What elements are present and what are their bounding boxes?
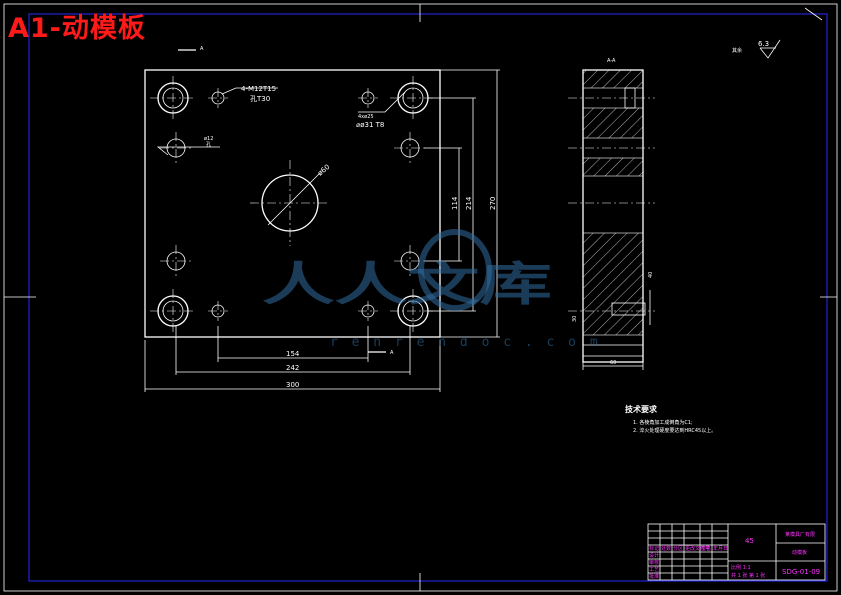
counterbore-hole-bl xyxy=(150,289,196,334)
tb-row-3: 更改文件号 xyxy=(685,545,710,552)
title-block xyxy=(647,523,826,581)
dim-side-width: 60 xyxy=(610,360,616,366)
dim-114: 114 xyxy=(451,196,459,210)
dim-center-dia: ø60 xyxy=(316,163,331,178)
hatch-2 xyxy=(582,107,644,139)
tb-row-2: 分区 xyxy=(673,545,683,552)
dim-270: 270 xyxy=(489,197,497,210)
threaded-hole-1 xyxy=(208,88,228,108)
dim-holes-cbore: ⌀ø31 T8 xyxy=(356,121,384,129)
tb-row2-0: 设计 xyxy=(649,552,659,559)
tech-heading: 技术要求 xyxy=(625,404,658,414)
page-title: A1-动模板 xyxy=(8,13,146,44)
dim-thread-depth: 孔T30 xyxy=(250,95,270,103)
tech-line-1: 1. 各棱角加工成倒角为C1; xyxy=(633,419,693,426)
dim-300: 300 xyxy=(286,381,299,389)
roughness-symbol xyxy=(759,39,781,59)
dim-hole-small2: 孔 xyxy=(206,141,211,148)
tb-scale: 比例 1:1 xyxy=(731,564,751,571)
tech-line-2: 2. 淬火处理硬度要达到HRC45以上。 xyxy=(633,427,716,434)
guide-hole-1 xyxy=(160,132,192,164)
tb-row-0: 标记 xyxy=(649,545,659,552)
roughness-label: 其余 xyxy=(732,47,742,54)
section-label: A-A xyxy=(607,58,616,64)
leader-hole-small xyxy=(156,146,220,156)
dim-thread: 4-M12T15 xyxy=(241,85,276,93)
tb-drawing-no: SDG-01-09 xyxy=(782,568,820,576)
roughness-value: 6.3 xyxy=(758,40,769,48)
watermark-logo-text: 人人文库 xyxy=(262,257,552,311)
inner-frame xyxy=(28,13,828,582)
dim-side-r: 30 xyxy=(572,316,578,322)
leader-holes xyxy=(358,91,406,113)
hatch-3 xyxy=(582,157,644,177)
watermark-url: r e n r e n d o c . c o m xyxy=(330,335,601,350)
tb-company: 某模具厂有限 xyxy=(785,531,815,538)
tb-row-5: 年月日 xyxy=(713,545,728,552)
tb-sheet: 共 1 张 第 1 张 xyxy=(731,572,765,579)
dim-holes: 4xø25 xyxy=(358,114,374,120)
section-marker-top: A xyxy=(200,46,204,52)
guide-hole-3 xyxy=(160,245,192,277)
hatch-4 xyxy=(582,232,644,336)
threaded-hole-2 xyxy=(358,88,378,108)
tb-row2-1: 审核 xyxy=(649,559,659,566)
corner-mark-tr xyxy=(804,7,823,21)
dimension-lines xyxy=(144,49,500,392)
pin-hole xyxy=(611,302,646,316)
outer-frame xyxy=(3,3,838,592)
dim-side-h: 40 xyxy=(648,272,654,278)
counterbore-hole-tl xyxy=(150,76,196,120)
section-marker-bottom: A xyxy=(390,350,394,356)
tb-part: 动模板 xyxy=(792,549,807,556)
dim-214: 214 xyxy=(465,196,473,210)
threaded-hole-4 xyxy=(358,301,378,321)
tb-row-4: 签名 xyxy=(701,545,711,552)
center-hole xyxy=(250,160,330,246)
leader-thread xyxy=(221,87,278,95)
dim-154: 154 xyxy=(286,350,300,358)
dim-242: 242 xyxy=(286,364,299,372)
dim-hole-small: ø12 xyxy=(204,136,213,142)
hatch-1 xyxy=(582,69,644,89)
side-view xyxy=(568,69,655,370)
tb-row-1: 处数 xyxy=(661,545,671,552)
threaded-hole-3 xyxy=(208,301,228,321)
tb-row2-2: 工艺 xyxy=(649,567,659,573)
guide-hole-2 xyxy=(394,132,426,164)
watermark-logo-ring xyxy=(418,229,492,311)
tb-material: 45 xyxy=(745,537,754,545)
watermark: 人人文库 r e n r e n d o c . c o m xyxy=(262,229,601,350)
tb-row2-3: 批准 xyxy=(649,573,659,580)
